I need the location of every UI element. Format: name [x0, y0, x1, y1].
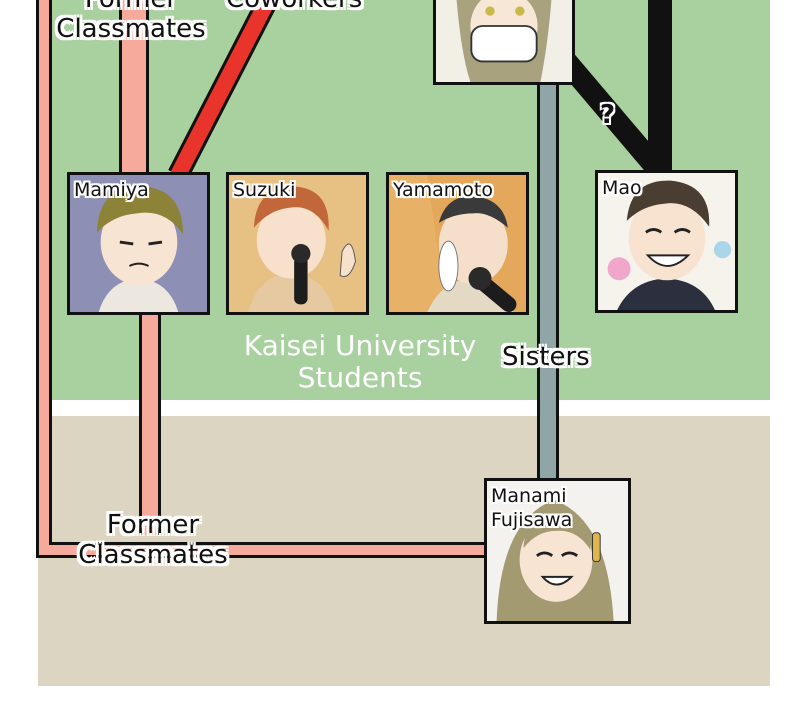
portrait-yamamoto: Yamamoto [386, 172, 529, 315]
portrait-mamiya: Mamiya [67, 172, 210, 315]
unknown-line-diagonal [556, 52, 669, 180]
portrait-masked-woman [433, 0, 575, 85]
former-classmates-label-bottom: Former Classmates [78, 510, 228, 570]
suzuki-illustration [248, 186, 356, 312]
portrait-mao: Mao [595, 170, 738, 313]
divider-strip [38, 400, 770, 416]
mao-illustration [607, 180, 732, 310]
former-classmates-label-top: Former Classmates [56, 0, 206, 44]
suzuki-name: Suzuki [233, 179, 296, 201]
yamamoto-name: Yamamoto [393, 179, 493, 201]
unknown-relation-mark: ? [600, 100, 616, 130]
portrait-suzuki: Suzuki [226, 172, 369, 315]
mamiya-illustration [96, 186, 184, 312]
manami-illustration [496, 500, 614, 621]
portrait-manami-fujisawa: Manami Fujisawa [484, 478, 631, 624]
yamamoto-illustration [389, 175, 517, 312]
masked-woman-illustration [456, 0, 552, 82]
mamiya-name: Mamiya [74, 179, 149, 201]
manami-name: Manami Fujisawa [491, 485, 573, 531]
coworkers-label: Coworkers [226, 0, 362, 14]
mao-name: Mao [602, 177, 642, 199]
sisters-label: Sisters [502, 342, 590, 372]
kaisei-group-label: Kaisei University Students [243, 329, 477, 394]
